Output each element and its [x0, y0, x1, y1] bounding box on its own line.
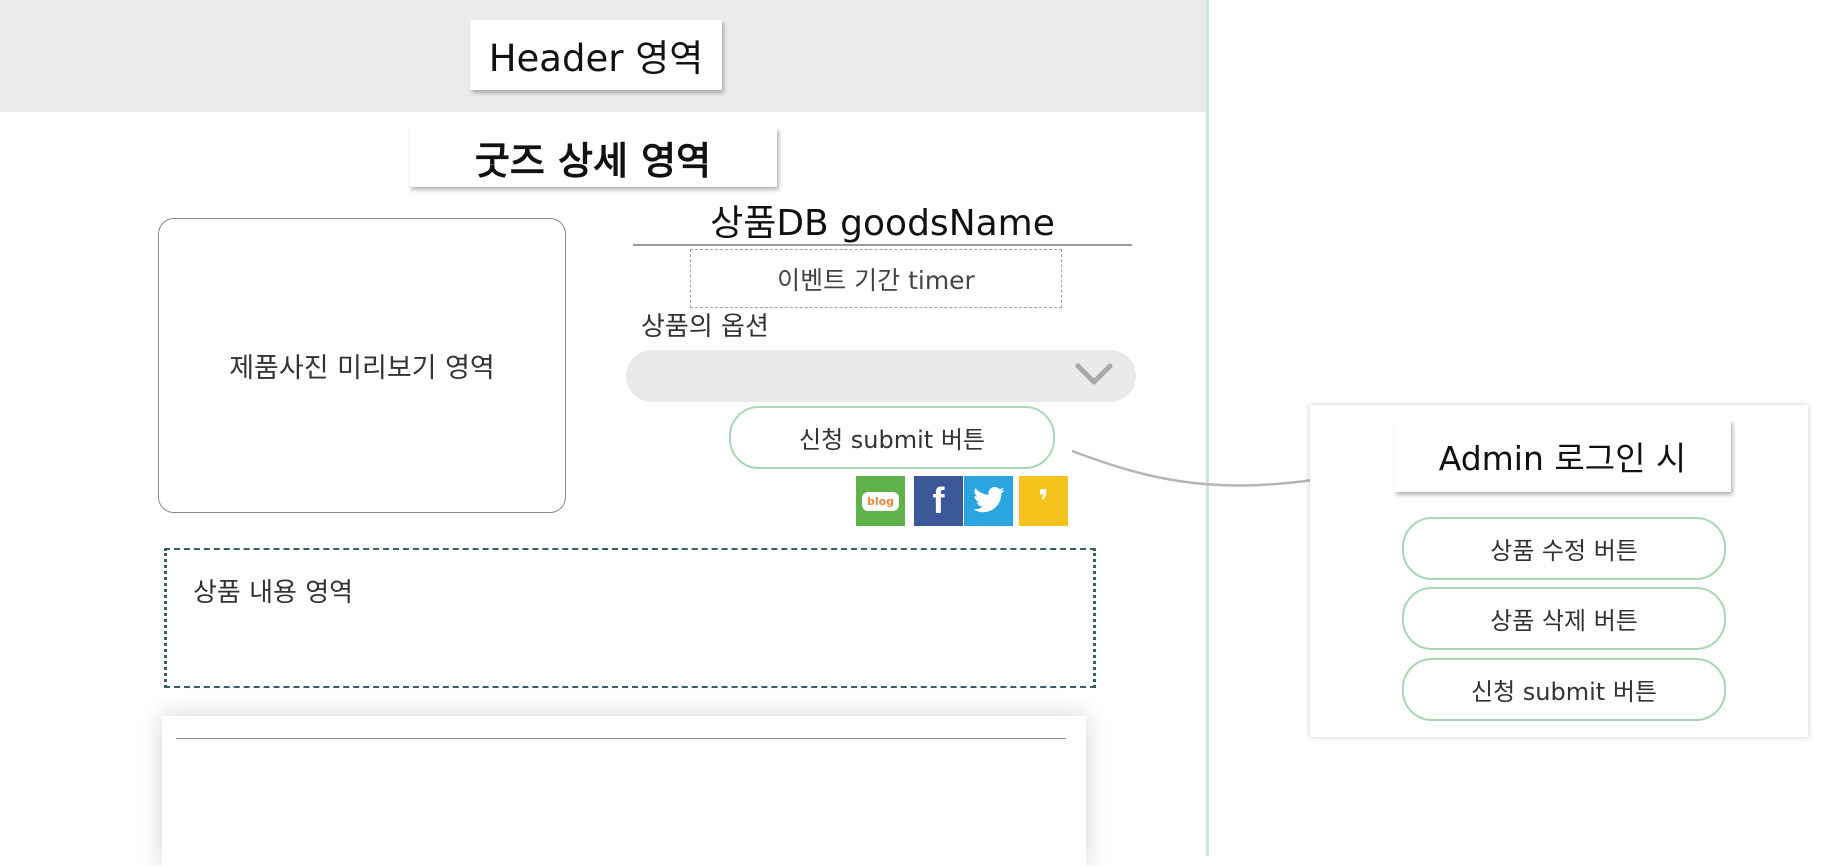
event-timer: 이벤트 기간 timer — [690, 249, 1062, 308]
goods-content-label: 상품 내용 영역 — [193, 578, 354, 608]
share-twitter-button[interactable] — [964, 476, 1013, 526]
admin-submit-button[interactable]: 신청 submit 버튼 — [1402, 658, 1726, 721]
submit-button[interactable]: 신청 submit 버튼 — [729, 406, 1055, 469]
share-kakaostory-button[interactable]: ❜ — [1019, 476, 1068, 526]
header-area-label: Header 영역 — [470, 20, 722, 90]
facebook-icon: f — [932, 480, 945, 521]
vertical-divider — [1206, 0, 1209, 856]
event-timer-label: 이벤트 기간 timer — [777, 265, 975, 295]
product-image-preview[interactable]: 제품사진 미리보기 영역 — [158, 218, 566, 513]
admin-login-title: Admin 로그인 시 — [1394, 420, 1731, 492]
kakaostory-icon: ❜ — [1038, 483, 1049, 519]
share-facebook-button[interactable]: f — [914, 476, 963, 526]
goods-name-text: 상품DB goodsName — [710, 203, 1055, 244]
edit-goods-button-label: 상품 수정 버튼 — [1490, 537, 1638, 565]
share-blog-button[interactable]: blog — [856, 476, 905, 526]
edit-goods-button[interactable]: 상품 수정 버튼 — [1402, 517, 1726, 580]
blog-icon: blog — [861, 491, 900, 511]
delete-goods-button[interactable]: 상품 삭제 버튼 — [1402, 587, 1726, 650]
lower-panel — [162, 716, 1086, 866]
goods-name-title: 상품DB goodsName — [633, 196, 1132, 246]
goods-detail-section-label: 굿즈 상세 영역 — [409, 127, 777, 187]
admin-submit-button-label: 신청 submit 버튼 — [1471, 678, 1657, 706]
product-image-preview-label: 제품사진 미리보기 영역 — [229, 353, 495, 384]
submit-button-label: 신청 submit 버튼 — [799, 426, 985, 454]
option-label: 상품의 옵션 — [641, 312, 769, 342]
option-select[interactable] — [626, 350, 1136, 402]
lower-panel-divider — [176, 738, 1066, 739]
chevron-down-icon — [1075, 363, 1113, 385]
delete-goods-button-label: 상품 삭제 버튼 — [1490, 607, 1638, 635]
goods-content-area: 상품 내용 영역 — [164, 548, 1096, 688]
twitter-icon — [972, 486, 1005, 513]
